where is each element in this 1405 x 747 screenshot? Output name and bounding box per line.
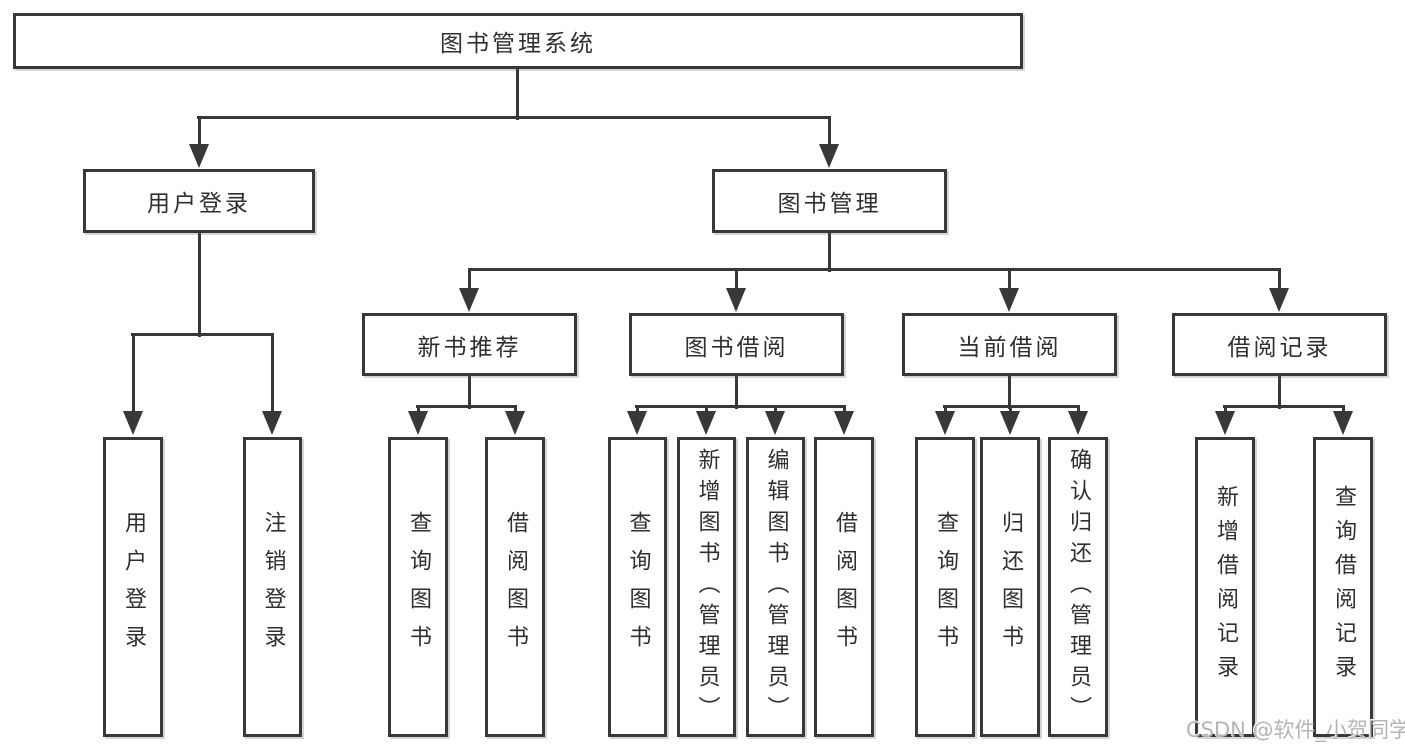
node-book-management: 图书管理: [712, 169, 947, 233]
watermark: CSDN @软件_小贺同学: [1186, 718, 1405, 742]
connector-line: [270, 334, 274, 411]
arrowhead-down-icon: [505, 411, 525, 435]
connector-line: [416, 404, 517, 408]
node-current-borrowing: 当前借阅: [902, 313, 1117, 376]
arrowhead-down-icon: [627, 411, 647, 435]
connector-line: [467, 269, 471, 288]
node-new-book-recommend: 新书推荐: [362, 313, 577, 376]
connector-line: [1007, 376, 1011, 409]
connector-line: [943, 404, 1080, 408]
connector-line: [704, 406, 708, 411]
connector-line: [734, 376, 738, 409]
node-query-borrow-record: 查询借阅记录: [1313, 437, 1373, 737]
node-return-books: 归还图书: [980, 437, 1040, 737]
arrowhead-down-icon: [262, 411, 282, 435]
connector-line: [842, 406, 846, 411]
connector-line: [943, 406, 947, 411]
connector-line: [773, 406, 777, 411]
node-edit-books-admin: 编辑图书（管理员）: [746, 437, 805, 737]
node-query-books-current: 查询图书: [915, 437, 975, 737]
arrowhead-down-icon: [726, 288, 746, 312]
arrowhead-down-icon: [696, 411, 716, 435]
node-confirm-return-admin: 确认归还（管理员）: [1048, 437, 1108, 737]
arrowhead-down-icon: [189, 144, 209, 168]
connector-line: [1008, 406, 1012, 411]
connector-line: [131, 334, 135, 411]
node-borrow-books-recommend: 借阅图书: [485, 437, 545, 737]
connector-line: [1277, 269, 1281, 288]
connector-line: [1223, 406, 1227, 411]
arrowhead-down-icon: [1269, 288, 1289, 312]
node-query-books-recommend: 查询图书: [388, 437, 448, 737]
connector-line: [197, 232, 201, 337]
connector-line: [635, 406, 639, 411]
connector-line: [468, 267, 1281, 271]
node-book-borrowing: 图书借阅: [629, 313, 844, 376]
node-borrow-records: 借阅记录: [1172, 313, 1387, 376]
connector-line: [827, 233, 831, 272]
connector-line: [197, 115, 831, 119]
connector-line: [1341, 406, 1345, 411]
arrowhead-down-icon: [1000, 411, 1020, 435]
arrowhead-down-icon: [1333, 411, 1353, 435]
arrowhead-down-icon: [1068, 411, 1088, 435]
arrowhead-down-icon: [1215, 411, 1235, 435]
connector-line: [635, 404, 846, 408]
arrowhead-down-icon: [459, 288, 479, 312]
arrowhead-down-icon: [123, 411, 143, 435]
connector-line: [1007, 269, 1011, 288]
connector-line: [416, 406, 420, 411]
connector-line: [827, 117, 831, 144]
arrowhead-down-icon: [935, 411, 955, 435]
connector-line: [515, 69, 519, 120]
arrowhead-down-icon: [834, 411, 854, 435]
arrowhead-down-icon: [765, 411, 785, 435]
connector-line: [197, 117, 201, 144]
connector-line: [513, 406, 517, 411]
node-user-login-action: 用户登录: [103, 437, 163, 737]
connector-line: [131, 332, 274, 336]
arrowhead-down-icon: [999, 288, 1019, 312]
node-add-borrow-record: 新增借阅记录: [1195, 437, 1255, 737]
node-root: 图书管理系统: [13, 13, 1023, 69]
node-query-books-borrow: 查询图书: [608, 437, 667, 737]
node-logout-action: 注销登录: [243, 437, 302, 737]
connector-line: [734, 269, 738, 288]
node-user-login: 用户登录: [83, 169, 315, 233]
connector-line: [1076, 406, 1080, 411]
node-borrow-books: 借阅图书: [814, 437, 874, 737]
connector-line: [1223, 404, 1345, 408]
node-add-books-admin: 新增图书（管理员）: [677, 437, 736, 737]
arrowhead-down-icon: [408, 411, 428, 435]
connector-line: [467, 376, 471, 409]
arrowhead-down-icon: [819, 144, 839, 168]
connector-line: [1277, 376, 1281, 409]
